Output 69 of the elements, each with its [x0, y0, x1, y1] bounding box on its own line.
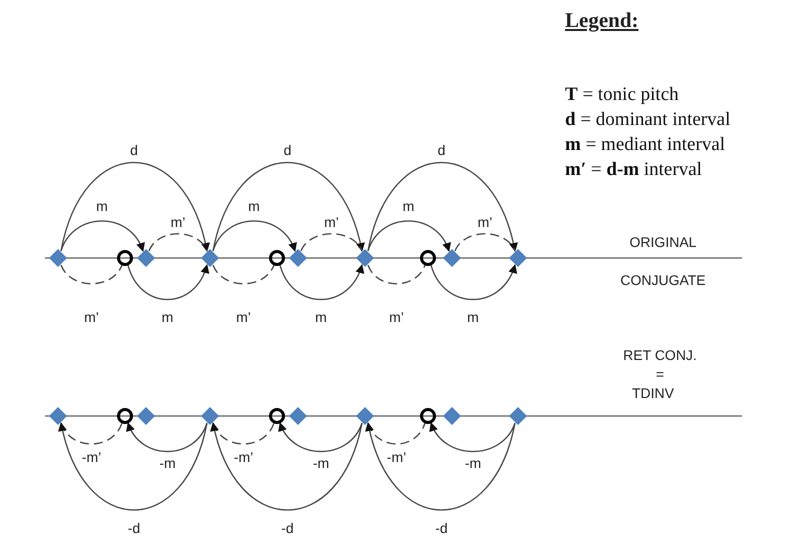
diamond-marker	[48, 248, 68, 268]
dashed-arc	[367, 422, 426, 445]
edge-label: -m’	[386, 449, 408, 465]
diamond-marker	[288, 406, 308, 426]
ring-marker	[115, 406, 135, 426]
edge-label: m’	[323, 214, 340, 230]
curved-arrow	[60, 220, 144, 252]
diamond-marker	[200, 248, 220, 268]
curved-arrow	[279, 264, 364, 300]
edge-label: m’	[170, 214, 186, 230]
curved-arrow	[60, 162, 210, 252]
legend-heading: Legend:	[565, 8, 638, 33]
edge-label: m’	[83, 309, 100, 325]
dashed-arc	[148, 233, 208, 252]
dashed-arc	[60, 422, 123, 445]
diamond-marker	[136, 406, 156, 426]
legend-entry: T = tonic pitch	[565, 84, 679, 106]
dashed-arc	[454, 233, 516, 252]
curved-arrow	[367, 162, 518, 252]
ring-marker	[418, 248, 438, 268]
row-label: CONJUGATE	[620, 272, 706, 288]
row-label: ORIGINAL	[630, 234, 696, 250]
edge-label: m’	[476, 214, 494, 230]
diamond-marker	[288, 248, 308, 268]
curved-arrow	[367, 220, 450, 252]
curved-arrow	[58, 422, 208, 510]
diamond-marker	[200, 406, 220, 426]
curved-arrow	[127, 264, 208, 300]
edge-label: -d	[434, 520, 449, 536]
edge-label: -d	[280, 520, 295, 536]
edge-label: -m’	[80, 449, 102, 465]
dashed-arc	[212, 264, 275, 284]
curved-arrow	[279, 422, 363, 452]
ring-marker	[267, 248, 287, 268]
legend-entry: m′ = d-m interval	[565, 159, 702, 181]
diamond-marker	[48, 406, 68, 426]
curved-arrow	[366, 422, 516, 510]
curved-arrow	[430, 422, 516, 452]
dashed-arc	[300, 233, 363, 252]
curved-arrow	[212, 162, 364, 252]
diamond-marker	[355, 248, 375, 268]
ring-marker	[418, 406, 438, 426]
diamond-marker	[355, 406, 375, 426]
ring-marker	[115, 248, 135, 268]
edge-label: m’	[235, 309, 252, 325]
edge-label: d	[436, 142, 446, 158]
diamond-marker	[442, 406, 462, 426]
curved-arrow	[212, 220, 296, 252]
dashed-arc	[60, 264, 123, 284]
edge-label: -m’	[232, 449, 254, 465]
curved-arrow	[210, 422, 363, 510]
legend-entry: d = dominant interval	[565, 109, 730, 131]
edge-label: -d	[126, 520, 142, 536]
curved-arrow	[127, 422, 208, 452]
diamond-marker	[442, 248, 462, 268]
edge-label: m’	[388, 309, 405, 325]
curved-arrow	[430, 264, 516, 300]
diamond-marker	[508, 406, 528, 426]
edge-label: d	[282, 142, 292, 158]
row-label: =	[656, 366, 664, 382]
diamond-marker	[508, 248, 528, 268]
diamond-marker	[136, 248, 156, 268]
row-label: TDINV	[632, 385, 674, 401]
edge-label: d	[129, 142, 139, 158]
legend-entry: m = mediant interval	[565, 134, 726, 156]
row-label: RET CONJ.	[623, 347, 697, 363]
dashed-arc	[212, 422, 275, 445]
ring-marker	[267, 406, 287, 426]
dashed-arc	[367, 264, 426, 284]
